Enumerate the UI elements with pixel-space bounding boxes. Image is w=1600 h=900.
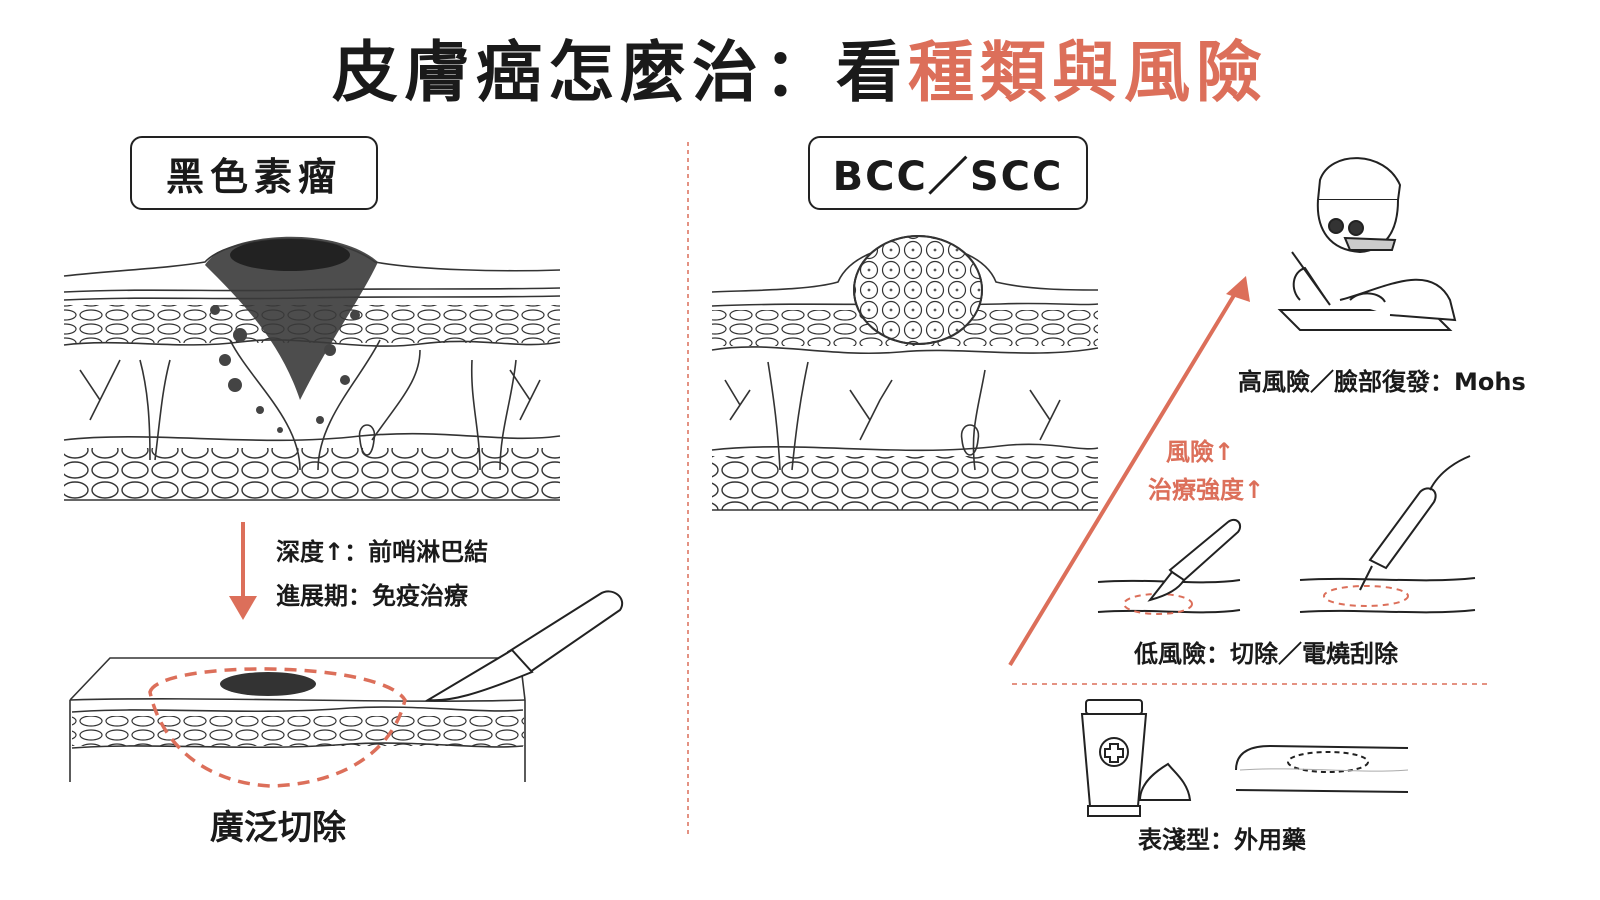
excision-margin (148, 667, 407, 788)
superficial-skin-scene (1235, 744, 1409, 793)
superficial-label: 表淺型：外用藥 (1138, 826, 1306, 854)
risk-up-label: 風險↑ (1166, 438, 1235, 466)
page-title: 皮膚癌怎麼治：看種類與風險 (0, 28, 1600, 118)
advanced-stage-label: 進展期：免疫治療 (276, 582, 468, 610)
title-accent: 種類與風險 (908, 34, 1268, 111)
low-risk-label: 低風險：切除／電燒刮除 (1134, 640, 1398, 668)
bcc-tumor (853, 235, 983, 345)
depth-label: 深度↑：前哨淋巴結 (276, 538, 489, 566)
cream-tube-icon (1080, 699, 1192, 817)
risk-trend-arrow (1008, 276, 1250, 667)
medical-cross-icon (1099, 737, 1129, 767)
melanoma-badge: 黑色素瘤 (130, 136, 378, 210)
electrocautery-icon (1299, 455, 1476, 614)
surgeon-icon (1277, 157, 1457, 331)
bcc-scc-badge: BCC／SCC (808, 136, 1088, 210)
excision-tumor (220, 672, 316, 696)
mohs-label: 高風險／臉部復發：Mohs (1238, 368, 1526, 396)
melanoma-tumor (205, 236, 378, 433)
low-risk-scalpel-scene (1097, 518, 1242, 615)
title-main: 皮膚癌怎麼治：看 (332, 34, 908, 111)
treatment-intensity-label: 治療強度↑ (1148, 476, 1265, 504)
depth-arrow (229, 522, 257, 620)
scalpel-icon (424, 590, 623, 702)
wide-excision-label: 廣泛切除 (210, 808, 346, 848)
excision-block (69, 657, 526, 782)
